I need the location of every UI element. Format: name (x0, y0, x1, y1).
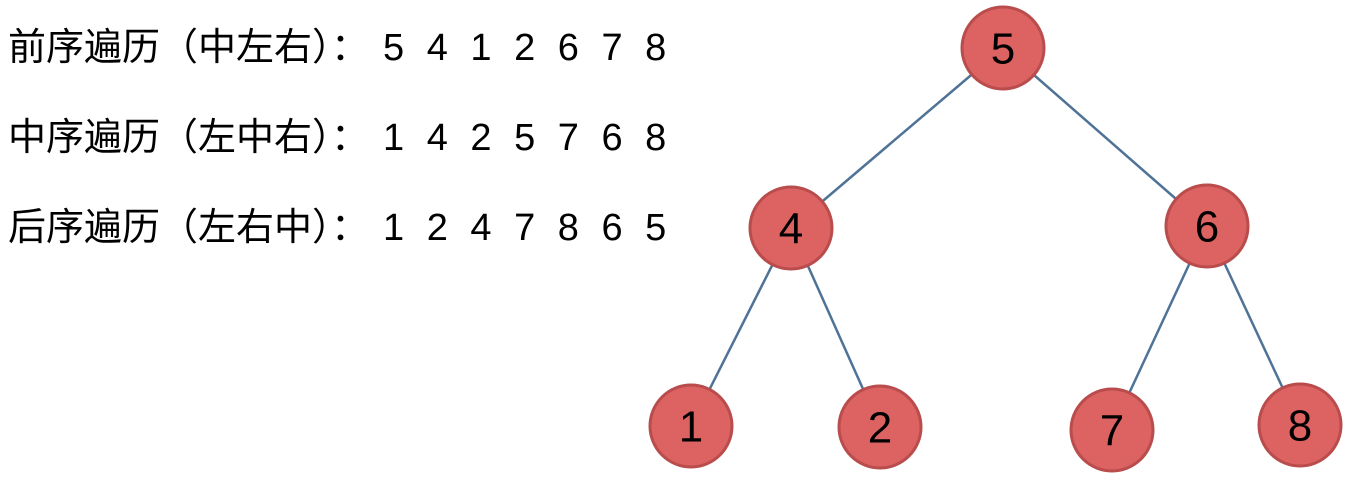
tree-node-7: 7 (1069, 387, 1155, 473)
tree-edge-5-4 (790, 47, 1004, 229)
tree-node-value-4: 4 (779, 204, 803, 253)
preorder-label: 前序遍历（中左右）： (8, 27, 370, 69)
tree-node-value-1: 1 (679, 402, 703, 451)
tree-node-circle-1 (648, 383, 734, 469)
tree-node-value-2: 2 (868, 403, 892, 452)
tree-node-circle-5 (960, 5, 1046, 91)
tree-node-value-8: 8 (1288, 401, 1312, 450)
traversal-line-preorder: 前序遍历（中左右）： 5 4 1 2 6 7 8 (8, 27, 672, 69)
tree-node-value-6: 6 (1195, 202, 1219, 251)
tree-node-circle-6 (1164, 183, 1250, 269)
tree-node-circle-2 (837, 384, 923, 470)
tree-node-5: 5 (960, 5, 1046, 91)
tree-node-8: 8 (1257, 382, 1343, 468)
traversal-line-postorder: 后序遍历（左右中）： 1 2 4 7 8 6 5 (8, 207, 672, 249)
tree-edge-5-6 (1002, 47, 1208, 227)
tree-node-2: 2 (837, 384, 923, 470)
tree-node-value-5: 5 (991, 24, 1015, 73)
inorder-sequence: 1 4 2 5 7 6 8 (383, 117, 673, 159)
tree-node-1: 1 (648, 383, 734, 469)
tree-node-6: 6 (1164, 183, 1250, 269)
preorder-sequence: 5 4 1 2 6 7 8 (383, 27, 673, 69)
inorder-label: 中序遍历（左中右）： (8, 117, 370, 159)
tree-node-circle-8 (1257, 382, 1343, 468)
tree-node-4: 4 (748, 185, 834, 271)
tree-node-circle-7 (1069, 387, 1155, 473)
postorder-sequence: 1 2 4 7 8 6 5 (383, 207, 673, 249)
postorder-label: 后序遍历（左右中）： (8, 207, 370, 249)
tree-node-value-7: 7 (1100, 406, 1124, 455)
tree-node-circle-4 (748, 185, 834, 271)
traversal-line-inorder: 中序遍历（左中右）： 1 4 2 5 7 6 8 (8, 117, 672, 159)
